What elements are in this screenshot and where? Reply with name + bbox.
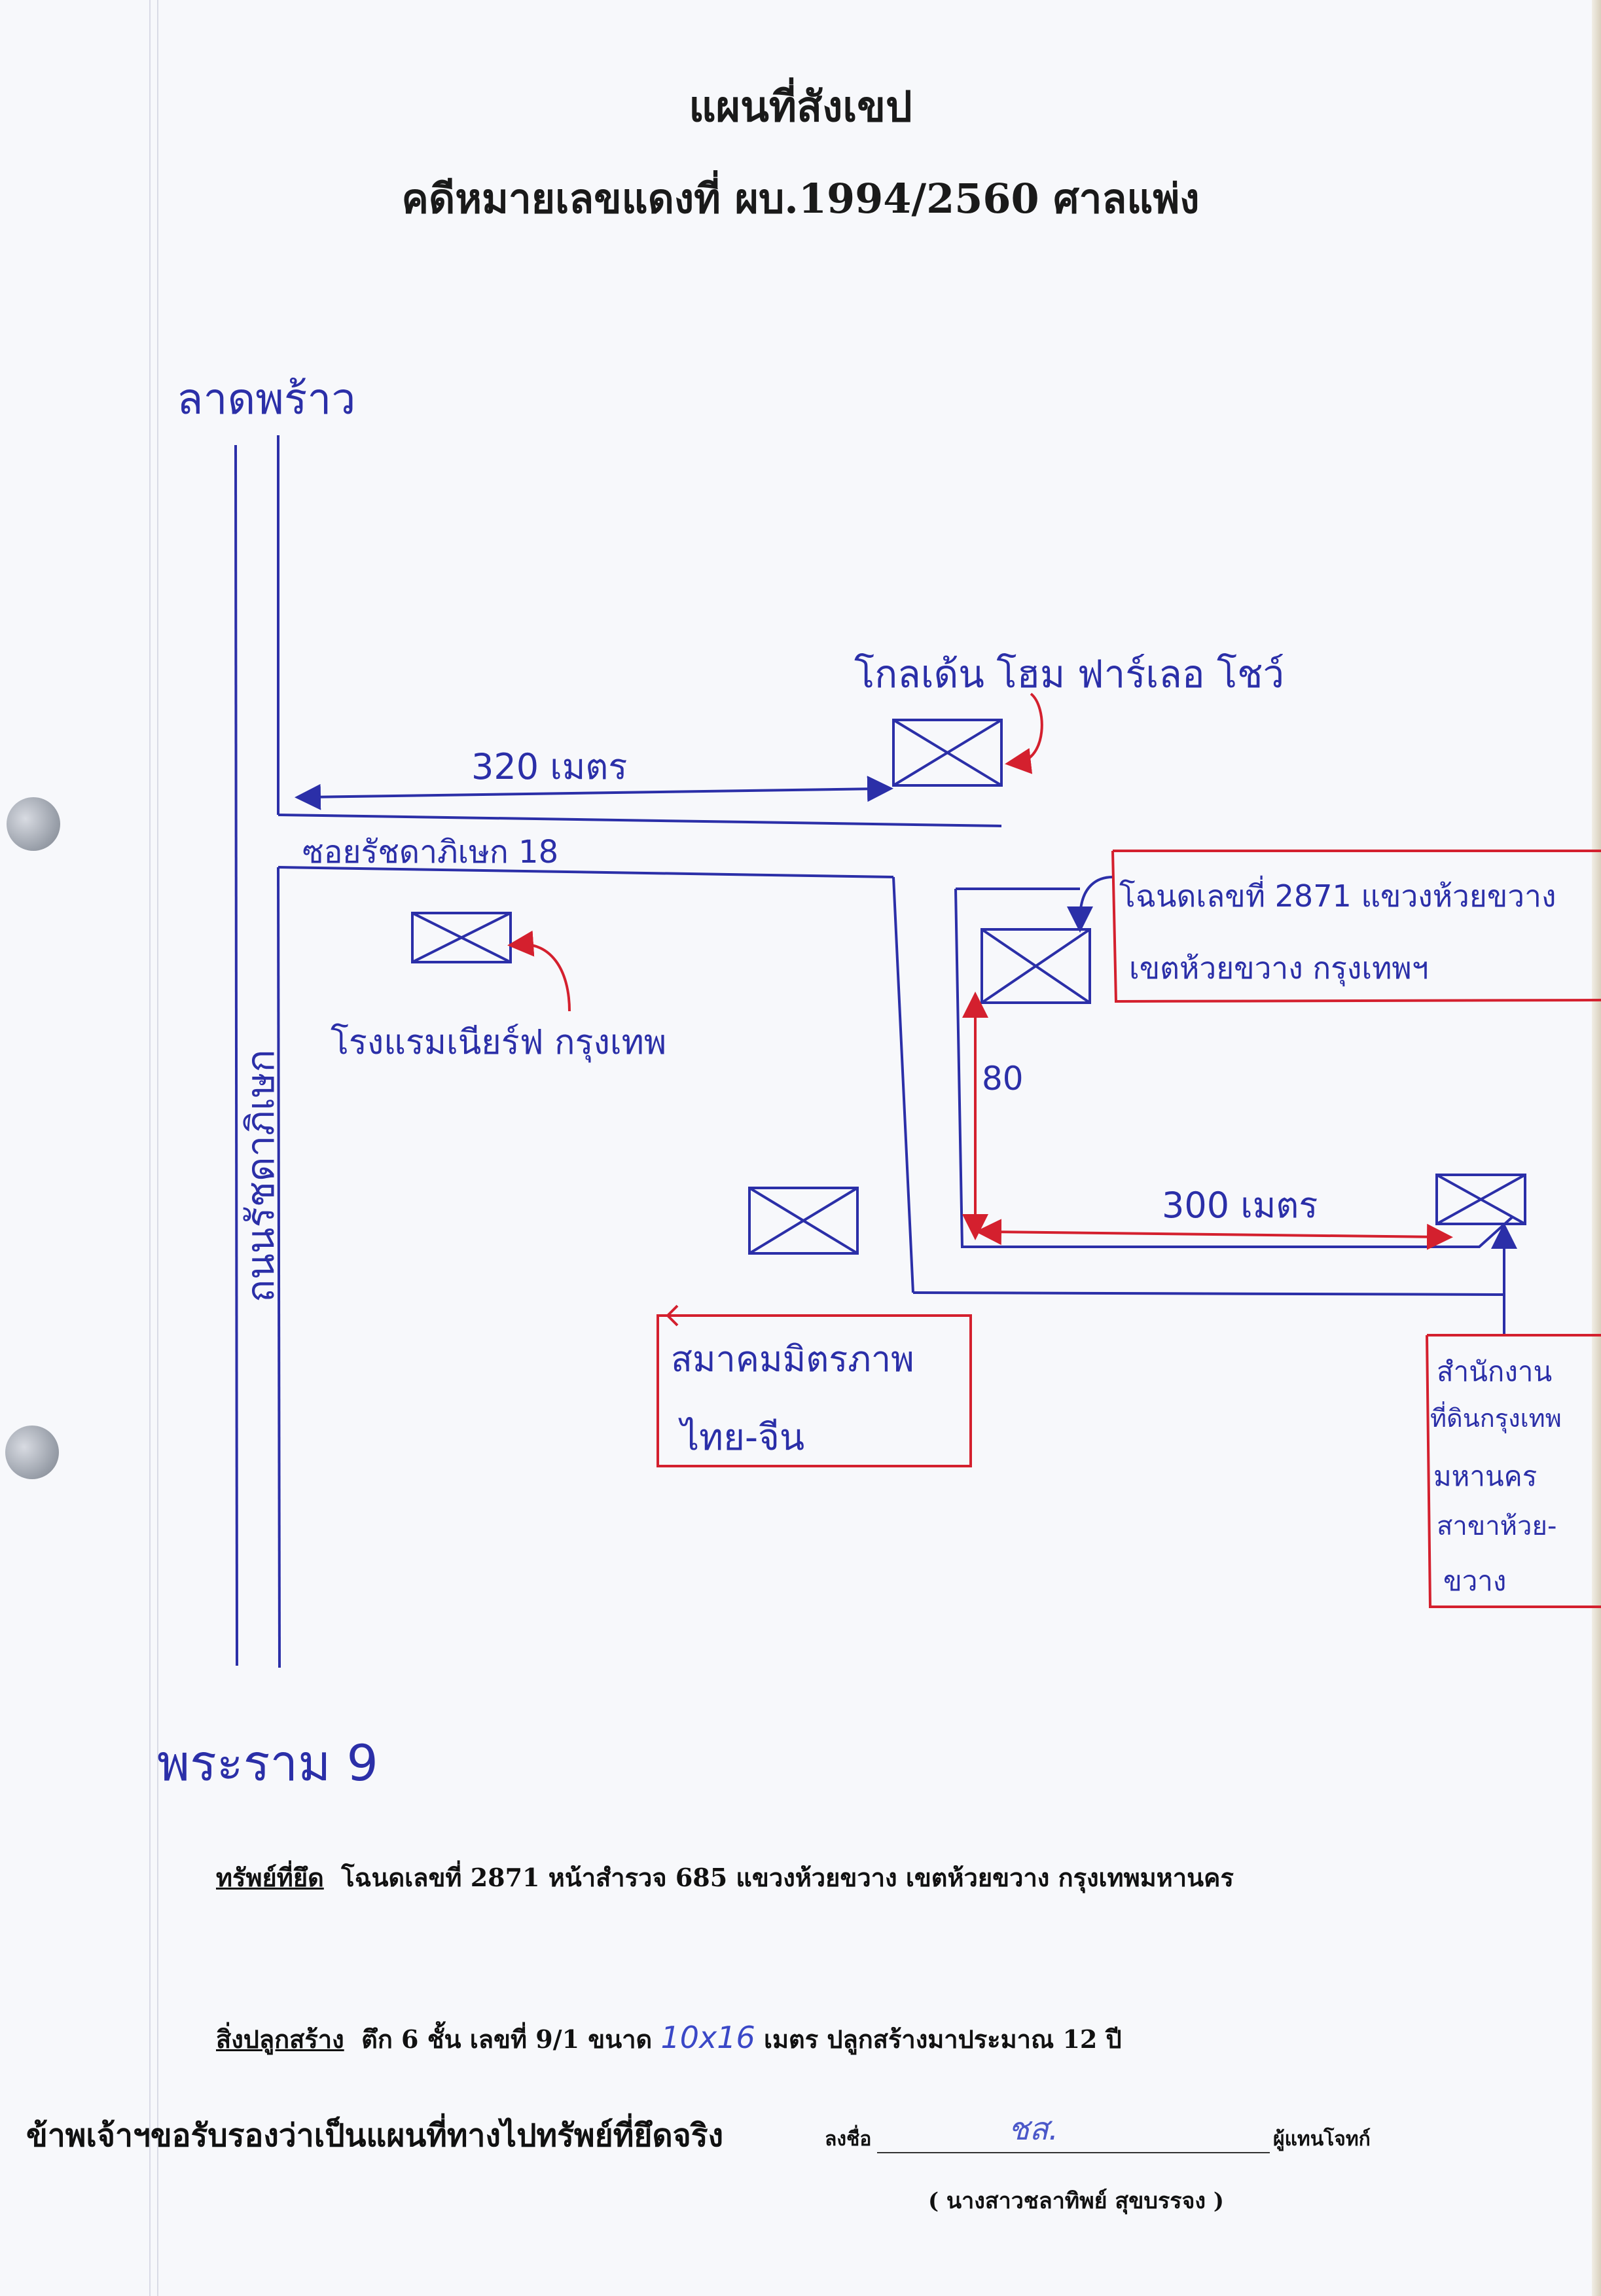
pointer-property — [1067, 876, 1113, 933]
north-road-label: ลาดพร้าว — [177, 374, 355, 424]
land-office-callout-box — [1426, 1334, 1601, 1608]
building-golden-home — [892, 719, 1003, 787]
deed-label-line1: โฉนดเลขที่ 2871 แขวงห้วยขวาง — [1119, 875, 1556, 914]
deed-callout-box — [1111, 850, 1601, 1003]
building-land-office — [1435, 1174, 1526, 1225]
land-office-label-line3: มหานคร — [1433, 1460, 1537, 1492]
certification-text: ข้าพเจ้าฯขอรับรองว่าเป็นแผนที่ทางไปทรัพย… — [26, 2117, 723, 2154]
building-hotel — [411, 912, 512, 963]
distance-arrow-bottom — [975, 1219, 1453, 1250]
soi-road — [278, 814, 1513, 1296]
south-road-label: พระราม 9 — [157, 1734, 378, 1792]
sign-label: ลงชื่อ — [825, 2128, 872, 2151]
punch-hole — [5, 1426, 59, 1479]
distance-bottom-label: 300 เมตร — [1162, 1185, 1318, 1226]
association-label-line2: ไทย-จีน — [678, 1416, 804, 1459]
building-label: สิ่งปลูกสร้าง — [216, 2024, 344, 2054]
building-association — [748, 1187, 859, 1255]
property-line: ทรัพย์ที่ยึด โฉนดเลขที่ 2871 หน้าสำรวจ 6… — [216, 1857, 1234, 1897]
signature: ชส. — [1008, 2111, 1059, 2147]
hotel-label: โรงแรมเนียร์ฟ กรุงเทพ — [331, 1023, 666, 1063]
soi-label: ซอยรัชดาภิเษก 18 — [302, 834, 558, 870]
distance-arrow-top — [295, 776, 893, 810]
property-text: โฉนดเลขที่ 2871 หน้าสำรวจ 685 แขวงห้วยขว… — [341, 1863, 1234, 1892]
building-text-after: เมตร ปลูกสร้างมาประมาณ 12 ปี — [763, 2024, 1122, 2054]
distance-top-label: 320 เมตร — [471, 746, 627, 787]
pointer-golden-home — [1005, 692, 1043, 774]
land-office-label-line2: ที่ดินกรุงเทพ — [1430, 1401, 1562, 1433]
signature-line — [877, 2152, 1270, 2153]
property-label: ทรัพย์ที่ยึด — [216, 1863, 324, 1892]
association-label-line1: สมาคมมิตรภาพ — [671, 1338, 914, 1380]
land-office-label-line4: สาขาห้วย- — [1437, 1511, 1556, 1541]
punch-hole — [7, 797, 60, 851]
association-callout-box — [657, 1314, 972, 1467]
land-office-label-line1: สำนักงาน — [1437, 1355, 1552, 1388]
distance-vertical-label: 80 — [982, 1060, 1024, 1098]
land-office-label-line5: ขวาง — [1443, 1565, 1506, 1597]
main-road-label: ถนนรัชดาภิเษก — [238, 1049, 283, 1302]
building-text-before: ตึก 6 ชั้น เลขที่ 9/1 ขนาด — [361, 2024, 653, 2054]
page-edge — [1592, 0, 1601, 2296]
building-property — [980, 928, 1091, 1004]
signer-name: ( นางสาวชลาทิพย์ สุขบรรจง ) — [928, 2188, 1224, 2214]
building-line: สิ่งปลูกสร้าง ตึก 6 ชั้น เลขที่ 9/1 ขนาด… — [216, 2019, 1122, 2059]
page-title: แผนที่สังเขป — [689, 82, 912, 132]
main-road — [234, 435, 281, 1668]
pointer-hotel — [507, 930, 571, 1012]
representative-label: ผู้แทนโจทก์ — [1273, 2128, 1371, 2151]
golden-home-label: โกลเด้น โฮม ฟาร์เลอ โชว์ — [854, 652, 1284, 696]
deed-label-line2: เขตห้วยขวาง กรุงเทพฯ — [1129, 950, 1429, 987]
case-number: คดีหมายเลขแดงที่ ผบ.1994/2560 ศาลแพ่ง — [401, 175, 1200, 223]
building-size: 10x16 — [660, 2020, 755, 2055]
